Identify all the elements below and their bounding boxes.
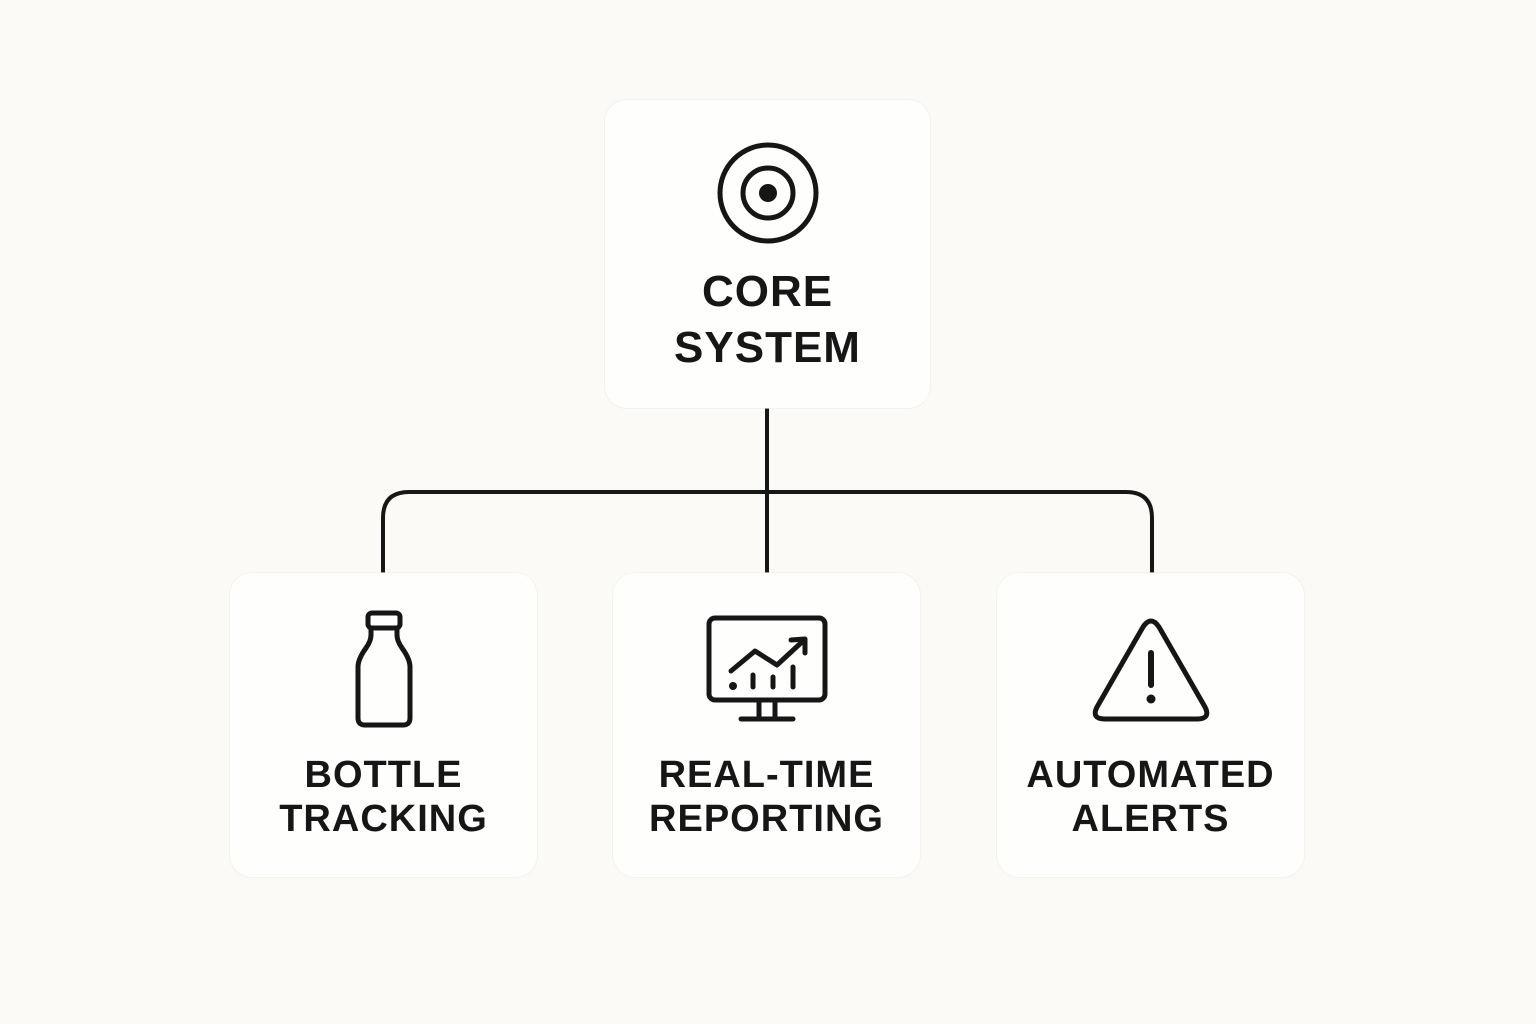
label-line-1: AUTOMATED [1026,754,1275,796]
connector-branch [381,490,1154,573]
label-line-2: REPORTING [649,798,884,840]
label-line-2: TRACKING [279,798,488,840]
core-system-node[interactable]: CORE SYSTEM [605,100,930,408]
core-system-label: CORE SYSTEM [605,264,930,376]
target-icon [717,142,819,244]
label-line-1: REAL-TIME [658,754,875,796]
real-time-reporting-label: REAL-TIME REPORTING [613,753,920,841]
bottle-tracking-node[interactable]: BOTTLE TRACKING [230,573,537,877]
warning-triangle-icon [1092,618,1210,722]
automated-alerts-node[interactable]: AUTOMATED ALERTS [997,573,1304,877]
automated-alerts-label: AUTOMATED ALERTS [997,753,1304,841]
monitor-chart-icon [706,615,828,722]
label-line-1: CORE [701,267,834,316]
real-time-reporting-node[interactable]: REAL-TIME REPORTING [613,573,920,877]
label-line-1: BOTTLE [304,754,463,796]
label-line-2: ALERTS [1071,798,1230,840]
label-line-2: SYSTEM [674,323,861,372]
bottle-tracking-label: BOTTLE TRACKING [230,753,537,841]
bottle-icon [355,610,413,728]
